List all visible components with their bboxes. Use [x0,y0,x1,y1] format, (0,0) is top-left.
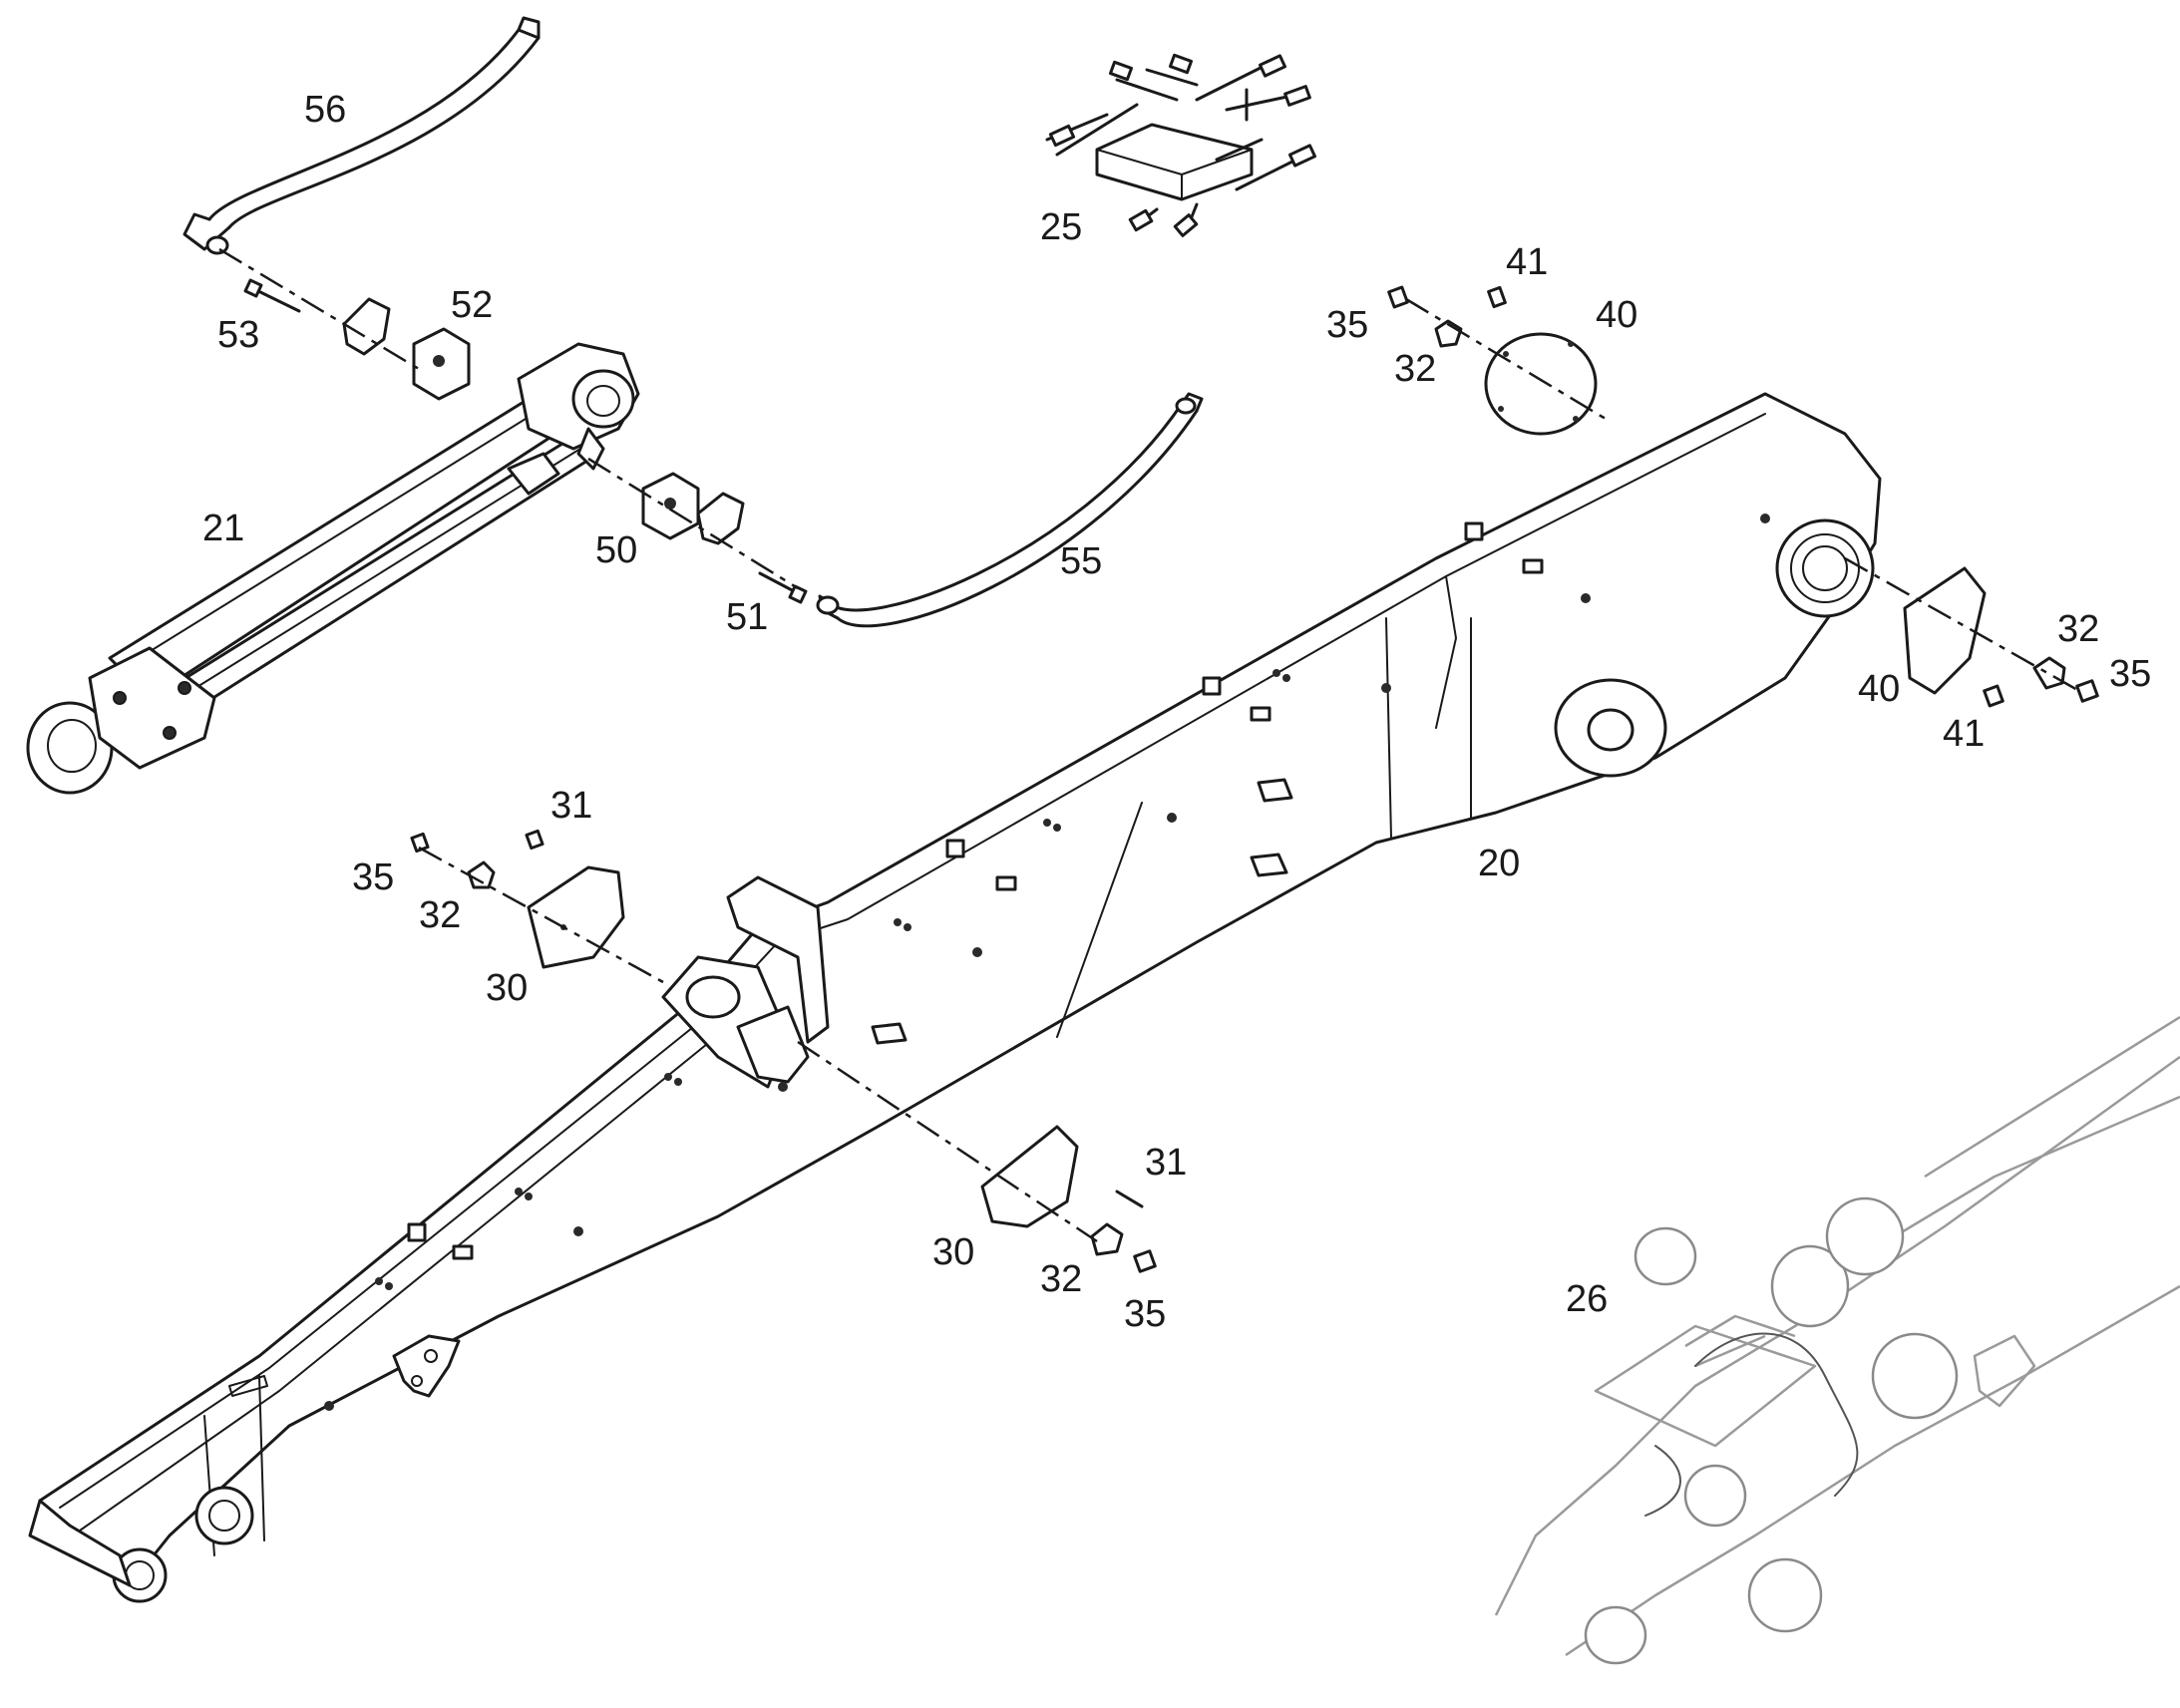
callout-30-lower: 30 [932,1231,974,1273]
callout-32-right: 32 [2057,608,2099,650]
callout-53: 53 [217,314,259,356]
callout-52: 52 [451,284,493,326]
callout-31-left: 31 [550,785,592,827]
callout-labels: 56 25 53 52 41 35 40 32 21 50 55 51 32 3… [202,89,2151,1335]
valve-block-25 [1045,53,1317,237]
callout-32-lower: 32 [1040,1258,1082,1300]
callout-35-lower: 35 [1124,1293,1166,1335]
callout-20: 20 [1478,843,1520,884]
callout-21: 21 [202,508,244,549]
callout-41-right: 41 [1943,713,1985,755]
callout-51: 51 [726,596,768,638]
boom-assembly [28,392,1882,1603]
callout-35-top: 35 [1326,304,1368,346]
callout-31-lower: 31 [1145,1142,1187,1184]
hardware-parts [243,278,2099,1273]
callout-50: 50 [595,529,637,571]
callout-35-left: 35 [352,856,394,898]
callout-55: 55 [1060,540,1102,582]
callout-32-top: 32 [1394,348,1436,390]
cylinder-assembly [26,342,640,795]
callout-32-left: 32 [419,894,461,936]
assembly-centre-lines [218,247,2080,1243]
callout-35-right: 35 [2109,653,2151,695]
callout-40-top: 40 [1596,294,1637,336]
callout-40-right: 40 [1858,668,1900,710]
callout-56: 56 [304,89,346,131]
callout-30-left: 30 [486,967,528,1009]
hose-56 [182,16,541,255]
attachment-detail-26 [1494,1015,2180,1665]
callout-25: 25 [1040,206,1082,248]
hose-55 [816,392,1204,628]
callout-41-top: 41 [1506,241,1548,283]
callout-26: 26 [1566,1278,1608,1320]
